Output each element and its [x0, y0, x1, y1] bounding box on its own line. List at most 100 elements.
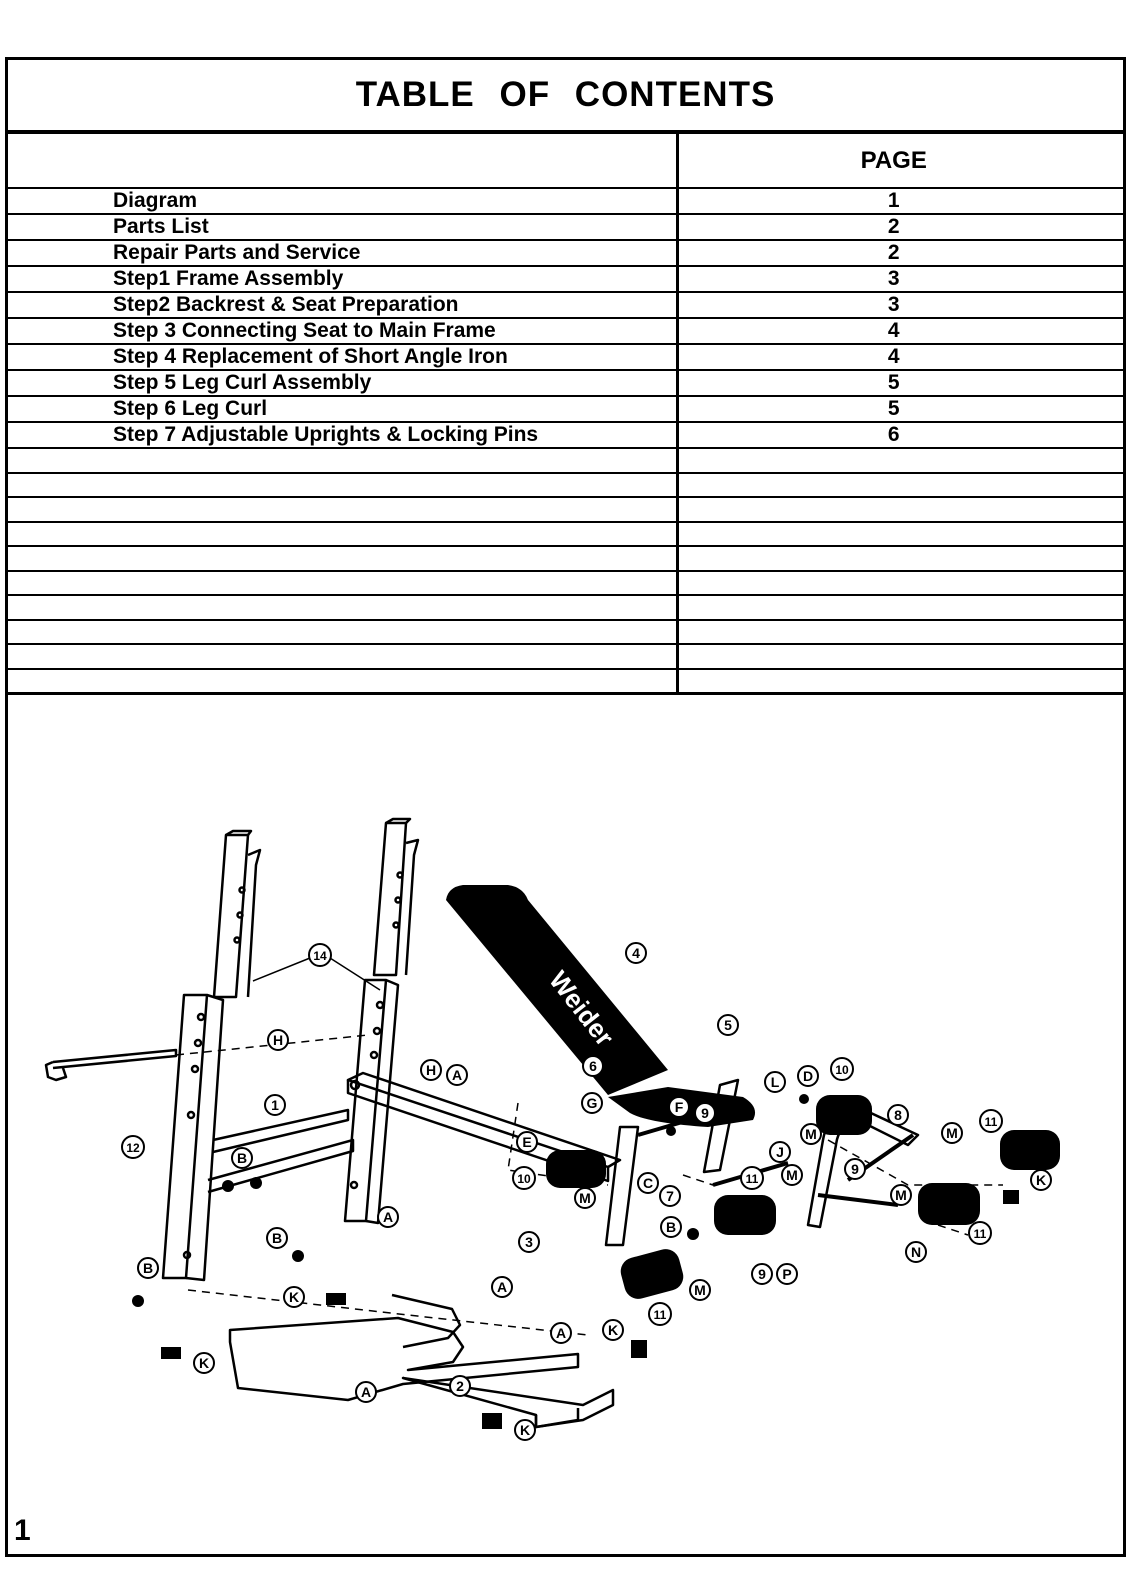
callout-A: A — [446, 1064, 468, 1086]
upright-extension-left — [212, 829, 262, 999]
svg-text:E: E — [522, 1134, 531, 1150]
roller-pad — [1000, 1130, 1060, 1170]
callout-7: 7 — [659, 1185, 681, 1207]
svg-text:M: M — [786, 1167, 798, 1183]
callout-C: C — [637, 1172, 659, 1194]
svg-text:K: K — [1036, 1172, 1046, 1188]
callout-P: P — [776, 1263, 798, 1285]
hardware — [132, 1094, 1019, 1429]
callout-10: 10 — [830, 1057, 854, 1081]
callout-5: 5 — [717, 1014, 739, 1036]
callout-6: 6 — [582, 1055, 604, 1077]
svg-text:14: 14 — [313, 949, 327, 963]
toc-entry-title: Step 3 Connecting Seat to Main Frame — [8, 318, 679, 345]
svg-text:5: 5 — [724, 1017, 732, 1033]
callout-M: M — [689, 1279, 711, 1301]
callouts: 1 2 3 4 5 6 7 8 9 9 9 10 10 11 11 11 11 … — [121, 942, 1052, 1441]
svg-text:9: 9 — [851, 1161, 859, 1177]
toc-empty-row — [8, 570, 1123, 596]
svg-text:N: N — [911, 1244, 921, 1260]
toc-entry-page: 4 — [677, 318, 1123, 345]
roller-pad — [620, 1249, 684, 1299]
callout-K: K — [514, 1419, 536, 1441]
toc-entry-title: Repair Parts and Service — [8, 240, 679, 267]
callout-A: A — [550, 1322, 572, 1344]
callout-4: 4 — [625, 942, 647, 964]
callout-K: K — [602, 1319, 624, 1341]
toc-entry-page: 6 — [677, 422, 1123, 449]
toc-empty-row — [8, 472, 1123, 498]
svg-text:B: B — [237, 1150, 247, 1166]
svg-text:D: D — [803, 1068, 813, 1084]
toc-entry-title: Step 7 Adjustable Uprights & Locking Pin… — [8, 422, 679, 449]
svg-text:11: 11 — [985, 1115, 998, 1129]
callout-11: 11 — [740, 1166, 764, 1190]
toc-empty-row — [8, 619, 1123, 645]
toc-empty-row — [8, 546, 1123, 572]
toc-title-header — [8, 134, 679, 189]
roller-pad — [918, 1183, 980, 1225]
end-cap — [482, 1413, 502, 1429]
callout-H: H — [267, 1029, 289, 1051]
svg-text:7: 7 — [666, 1188, 674, 1204]
callout-J: J — [769, 1141, 791, 1163]
svg-text:M: M — [579, 1190, 591, 1206]
svg-text:P: P — [782, 1266, 791, 1282]
svg-text:K: K — [608, 1322, 618, 1338]
title-bar: TABLE OF CONTENTS — [8, 60, 1123, 134]
callout-8: 8 — [887, 1104, 909, 1126]
leg-curl-tube — [702, 1078, 740, 1174]
callout-M: M — [800, 1123, 822, 1145]
svg-text:B: B — [143, 1260, 153, 1276]
callout-B: B — [137, 1257, 159, 1279]
svg-text:H: H — [273, 1032, 283, 1048]
svg-text:M: M — [805, 1126, 817, 1142]
svg-text:M: M — [694, 1282, 706, 1298]
svg-text:C: C — [643, 1175, 653, 1191]
callout-N: N — [905, 1241, 927, 1263]
toc-entry-title: Parts List — [8, 214, 679, 241]
toc-entry-page: 1 — [677, 188, 1123, 215]
svg-text:A: A — [383, 1209, 393, 1225]
callout-M: M — [574, 1187, 596, 1209]
roller-pad — [816, 1095, 872, 1135]
toc-entry-title: Step2 Backrest & Seat Preparation — [8, 292, 679, 319]
svg-text:11: 11 — [654, 1308, 667, 1322]
toc-entry-title: Step1 Frame Assembly — [8, 266, 679, 293]
callout-F: F — [668, 1096, 690, 1118]
svg-text:A: A — [556, 1325, 566, 1341]
callout-11: 11 — [979, 1109, 1003, 1133]
page-title: TABLE OF CONTENTS — [355, 75, 776, 114]
callout-A: A — [355, 1381, 377, 1403]
seat-post — [604, 1125, 640, 1247]
roller-pads — [546, 1095, 1060, 1299]
callout-K: K — [283, 1286, 305, 1308]
callout-A: A — [377, 1206, 399, 1228]
callout-9: 9 — [844, 1158, 866, 1180]
svg-text:K: K — [289, 1289, 299, 1305]
roller-pad — [714, 1195, 776, 1235]
svg-text:B: B — [666, 1219, 676, 1235]
base-frame — [228, 1293, 615, 1429]
toc-entry-page: 5 — [677, 370, 1123, 397]
toc-entry-title: Step 4 Replacement of Short Angle Iron — [8, 344, 679, 371]
svg-text:K: K — [520, 1422, 530, 1438]
callout-9: 9 — [694, 1102, 716, 1124]
callout-L: L — [764, 1071, 786, 1093]
roller-pad — [546, 1150, 606, 1188]
callout-K: K — [193, 1352, 215, 1374]
svg-text:2: 2 — [456, 1378, 464, 1394]
svg-text:H: H — [426, 1062, 436, 1078]
callout-M: M — [781, 1164, 803, 1186]
toc-empty-row — [8, 644, 1123, 670]
callout-11: 11 — [648, 1302, 672, 1326]
callout-K: K — [1030, 1169, 1052, 1191]
callout-2: 2 — [449, 1375, 471, 1397]
toc-empty-row — [8, 521, 1123, 547]
svg-text:8: 8 — [894, 1107, 902, 1123]
